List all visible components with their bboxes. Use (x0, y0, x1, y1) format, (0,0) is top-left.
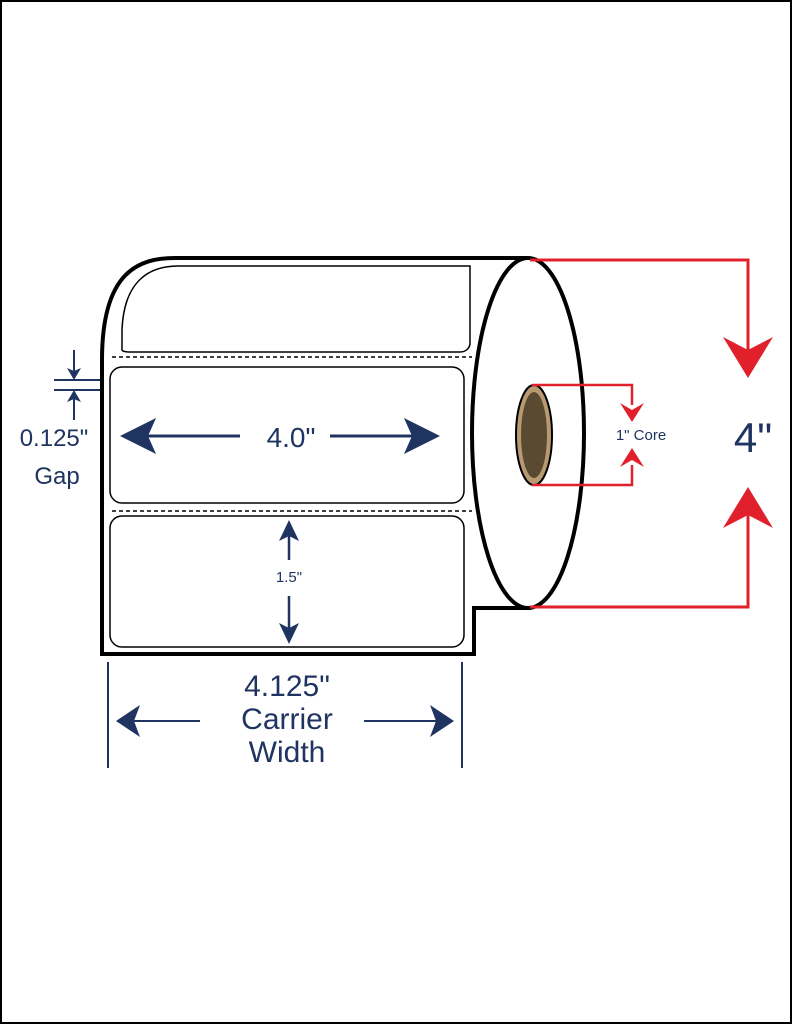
carrier-value-label: 4.125" (244, 670, 330, 703)
roll-diameter-label: 4" (734, 414, 772, 461)
roll-dimension-arrow-up (723, 487, 773, 528)
label-width-arrow-right (404, 418, 440, 454)
gap-arrow-down (67, 368, 81, 380)
gap-value-label: 0.125" (20, 425, 89, 452)
roll-dimension-line-top (530, 258, 750, 350)
carrier-word2-label: Width (249, 736, 326, 769)
label-width-arrow-left (120, 418, 156, 454)
core-dimension-line-top (532, 383, 634, 405)
label-height-label: 1.5" (276, 569, 302, 586)
core-label: 1" Core (616, 427, 666, 444)
core-dimension-arrow-down (620, 403, 644, 422)
label-width-label: 4.0" (267, 422, 316, 453)
carrier-width-arrow-left (116, 705, 140, 737)
roll-dimension-line-bottom (530, 515, 750, 609)
label-middle (109, 366, 465, 504)
gap-word-label: Gap (34, 463, 79, 490)
gap-arrow-up (67, 390, 81, 402)
carrier-word1-label: Carrier (241, 703, 333, 736)
core-hole (521, 392, 547, 478)
roll-dimension-arrow-down (723, 337, 773, 378)
carrier-width-arrow-right (430, 705, 454, 737)
label-top-curved (121, 265, 471, 353)
label-height-arrow-up (279, 520, 299, 541)
label-bottom (109, 515, 465, 648)
core-dimension-arrow-up (620, 448, 644, 467)
core-dimension-line-bottom (532, 465, 634, 487)
label-height-arrow-down (279, 623, 299, 644)
